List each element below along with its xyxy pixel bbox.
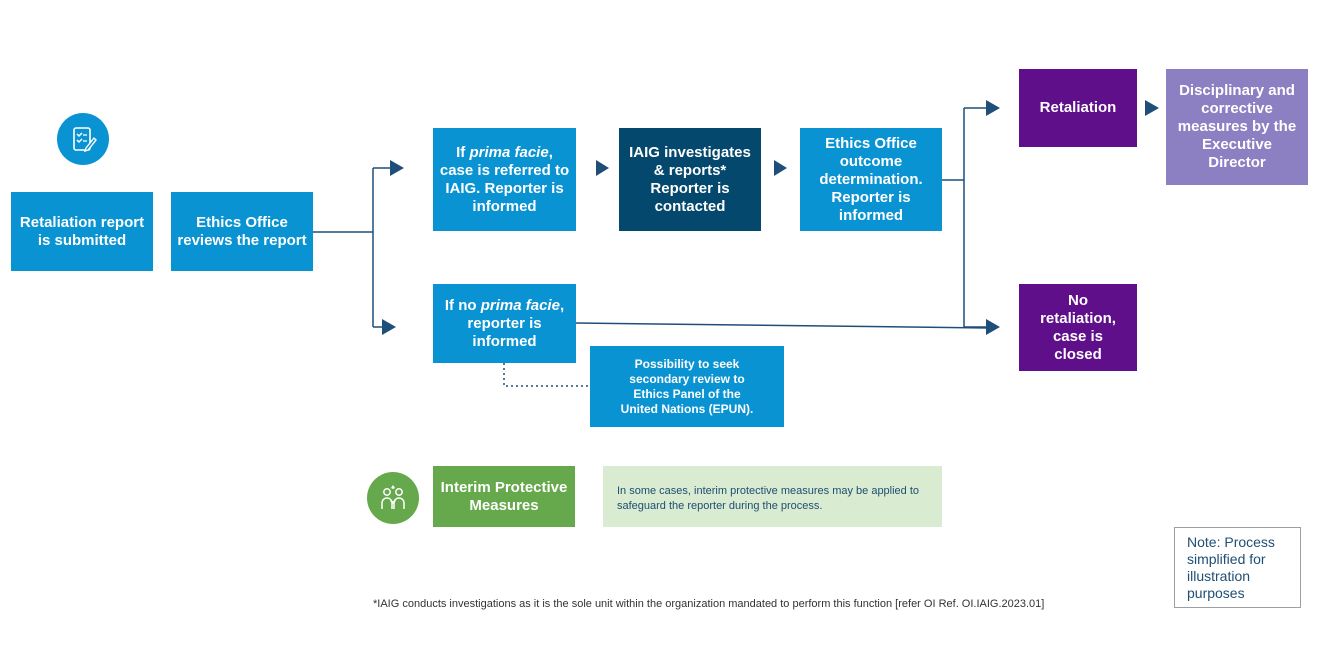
protective-people-icon	[367, 472, 419, 524]
arrow-to-prima-facie	[390, 160, 404, 176]
node-no-prima-facie: If no prima facie, reporter is informed	[433, 284, 576, 363]
no-prima-facie-pre: If no	[444, 296, 481, 314]
node-report-submitted: Retaliation report is submitted	[11, 192, 153, 271]
node-iaig-investigates-label: IAIG investigates & reports* Reporter is…	[629, 143, 751, 215]
node-retaliation: Retaliation	[1019, 69, 1137, 147]
node-ethics-review: Ethics Office reviews the report	[171, 192, 313, 271]
prima-facie-rest: case is referred to IAIG. Reporter is in…	[439, 161, 570, 215]
node-retaliation-label: Retaliation	[1039, 99, 1117, 116]
arrow-to-no-retaliation	[986, 319, 1000, 335]
node-secondary-review: Possibility to seek secondary review to …	[590, 346, 784, 427]
arrow-to-outcome	[774, 160, 787, 176]
node-interim-measures-label: Interim Protective Measures	[440, 478, 568, 514]
node-secondary-review-label: Possibility to seek secondary review to …	[620, 356, 754, 416]
node-no-retaliation: No retaliation, case is closed	[1019, 284, 1137, 371]
arrow-to-disciplinary	[1145, 100, 1159, 116]
node-outcome-determination-label: Ethics Office outcome determination. Rep…	[819, 134, 923, 224]
footnote-text: *IAIG conducts investigations as it is t…	[373, 598, 1045, 610]
prima-facie-line1-em: prima facie	[469, 143, 549, 161]
node-no-retaliation-label: No retaliation, case is closed	[1040, 291, 1116, 363]
process-note: Note: Process simplified for illustratio…	[1174, 527, 1301, 608]
node-disciplinary-measures-label: Disciplinary and corrective measures by …	[1177, 82, 1297, 171]
no-prima-facie-em: prima facie	[480, 296, 560, 314]
node-report-submitted-label: Retaliation report is submitted	[19, 213, 145, 249]
interim-description-text: In some cases, interim protective measur…	[617, 485, 920, 512]
connector-no-prima-to-closed	[575, 322, 989, 329]
node-iaig-investigates: IAIG investigates & reports* Reporter is…	[619, 128, 761, 231]
connector-dotted-secondary	[503, 363, 590, 387]
node-disciplinary-measures: Disciplinary and corrective measures by …	[1166, 69, 1308, 185]
node-prima-facie-referred: If prima facie, case is referred to IAIG…	[433, 128, 576, 231]
interim-description: In some cases, interim protective measur…	[603, 466, 942, 527]
checklist-document-icon	[57, 113, 109, 165]
node-outcome-determination: Ethics Office outcome determination. Rep…	[800, 128, 942, 231]
node-ethics-review-label: Ethics Office reviews the report	[177, 213, 307, 249]
arrow-to-no-prima-facie	[382, 319, 396, 335]
no-prima-facie-post: , reporter is informed	[467, 296, 565, 350]
process-note-text: Note: Process simplified for illustratio…	[1187, 534, 1275, 601]
prima-facie-line1-post: ,	[548, 143, 553, 161]
prima-facie-line1-pre: If	[456, 143, 470, 161]
arrow-to-iaig	[596, 160, 609, 176]
footnote: *IAIG conducts investigations as it is t…	[373, 598, 1044, 610]
node-interim-measures: Interim Protective Measures	[433, 466, 575, 527]
arrow-to-retaliation	[986, 100, 1000, 116]
